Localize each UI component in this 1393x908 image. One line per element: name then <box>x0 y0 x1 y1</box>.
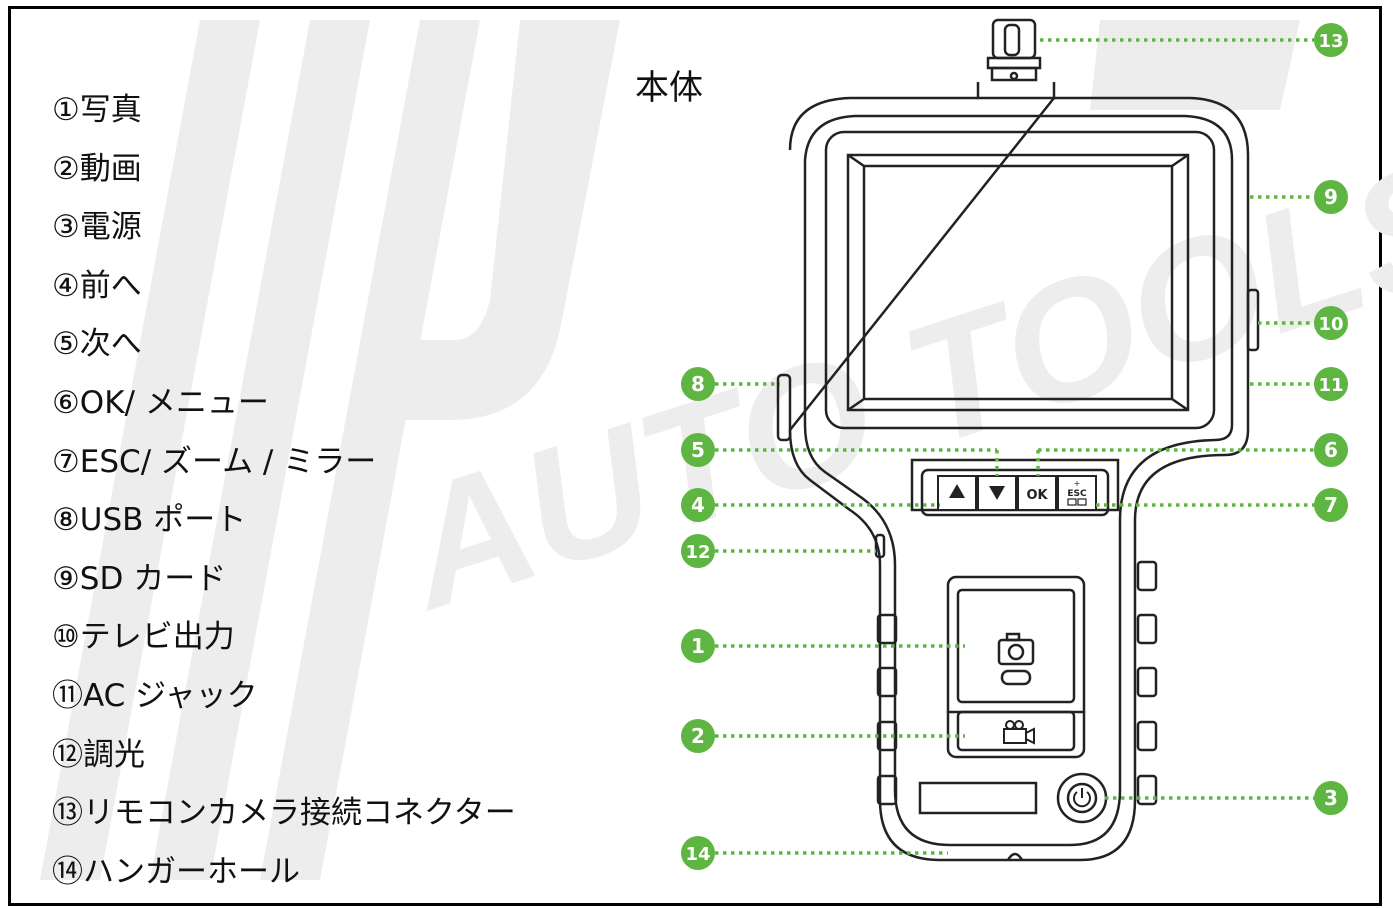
down-arrow-icon <box>989 486 1005 500</box>
svg-text:11: 11 <box>1318 375 1343 396</box>
mirror-icon <box>1067 498 1087 506</box>
callout-7: 7 <box>1314 488 1348 522</box>
esc-plus-label: + <box>1074 479 1081 488</box>
callout-2: 2 <box>681 719 715 753</box>
svg-text:4: 4 <box>691 493 705 517</box>
callout-4: 4 <box>681 488 715 522</box>
legend-item: ③電源 <box>52 209 142 246</box>
legend-item: ⑨SD カード <box>52 560 227 597</box>
callout-13: 13 <box>1314 23 1348 57</box>
callout-10: 10 <box>1314 306 1348 340</box>
callout-11: 11 <box>1314 367 1348 401</box>
callout-6: 6 <box>1314 433 1348 467</box>
svg-text:13: 13 <box>1318 31 1343 52</box>
svg-text:3: 3 <box>1324 786 1338 810</box>
legend-item: ⑥OK/ メニュー <box>52 384 269 421</box>
esc-label: ESC <box>1067 489 1087 499</box>
svg-text:1: 1 <box>691 634 705 658</box>
device-body <box>776 18 1260 862</box>
up-arrow-icon <box>949 484 965 498</box>
legend-item: ⑪AC ジャック <box>52 677 258 714</box>
diagram-frame <box>8 6 1382 906</box>
esc-button[interactable] <box>1057 475 1097 511</box>
legend-item: ⑦ESC/ ズーム / ミラー <box>52 443 377 480</box>
camera-icon <box>997 632 1035 686</box>
leader-lines <box>715 38 1318 855</box>
legend-item: ①写真 <box>52 92 142 128</box>
callout-3: 3 <box>1314 781 1348 815</box>
svg-text:2: 2 <box>691 724 705 748</box>
diagram-title: 本体 <box>635 68 703 108</box>
legend-item: ⑩テレビ出力 <box>52 619 235 656</box>
legend-item: ②動画 <box>52 150 142 187</box>
power-icon <box>1073 788 1091 808</box>
svg-text:5: 5 <box>691 438 705 462</box>
legend-item: ⑭ハンガーホール <box>52 853 300 890</box>
ok-label: OK <box>1026 488 1048 503</box>
callout-5: 5 <box>681 433 715 467</box>
svg-text:12: 12 <box>685 542 710 563</box>
legend-item: ④前へ <box>52 267 142 304</box>
svg-text:10: 10 <box>1318 314 1343 335</box>
legend-item: ⑤次へ <box>52 326 142 363</box>
callout-12: 12 <box>681 534 715 568</box>
callout-8: 8 <box>681 367 715 401</box>
svg-text:9: 9 <box>1324 185 1338 209</box>
callout-9: 9 <box>1314 180 1348 214</box>
callout-1: 1 <box>681 629 715 663</box>
control-keys: OK + ESC <box>937 475 1097 511</box>
video-camera-icon <box>1003 720 1035 745</box>
legend-item: ⑫調光 <box>52 736 145 773</box>
legend-item: ⑬リモコンカメラ接続コネクター <box>52 795 516 832</box>
legend-item: ⑧USB ポート <box>52 502 247 539</box>
callout-14: 14 <box>681 836 715 870</box>
svg-text:14: 14 <box>685 844 710 865</box>
legend-list: ①写真 ②動画 ③電源 ④前へ ⑤次へ ⑥OK/ メニュー ⑦ESC/ ズーム … <box>52 88 516 908</box>
svg-text:8: 8 <box>691 372 705 396</box>
svg-text:6: 6 <box>1324 438 1338 462</box>
svg-text:7: 7 <box>1324 493 1338 517</box>
